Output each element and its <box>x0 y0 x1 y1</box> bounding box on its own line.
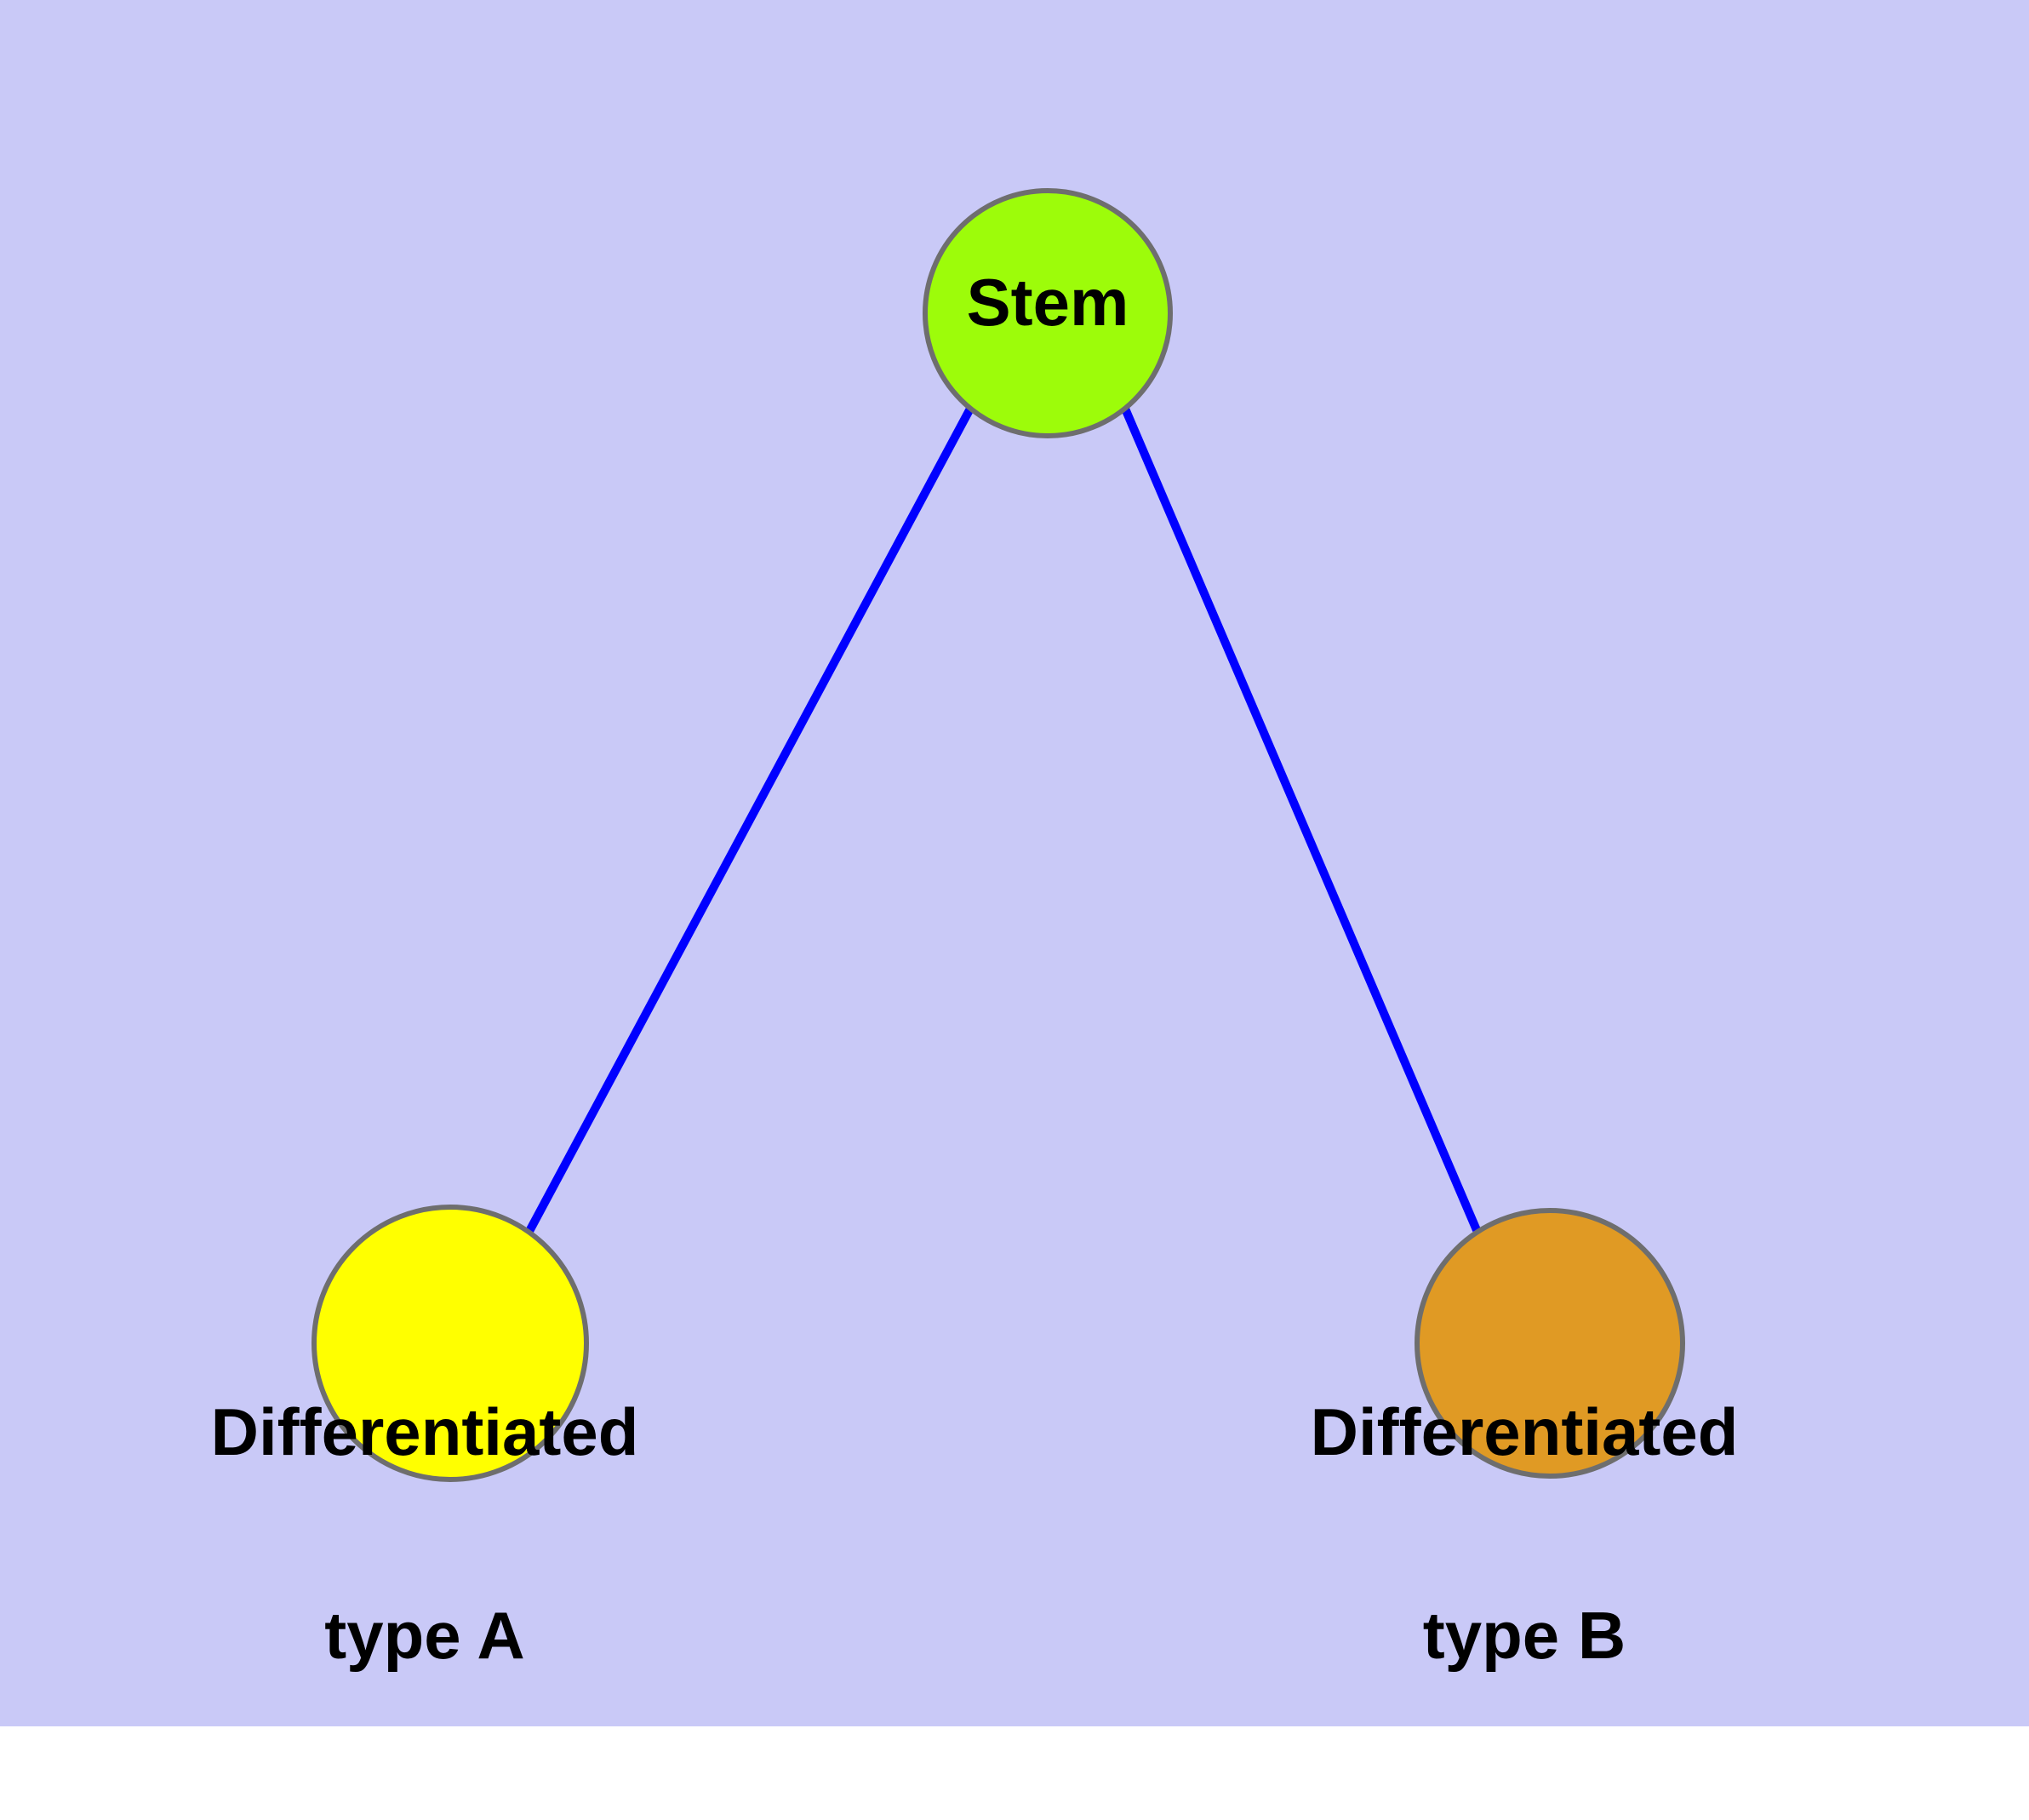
node-layer <box>311 188 1685 1482</box>
edge-stem-to-differentiated-type-b <box>1121 407 1481 1232</box>
edge-layer <box>523 406 1481 1237</box>
node-differentiated-type-a[interactable] <box>311 1205 589 1482</box>
node-differentiated-type-b[interactable] <box>1415 1208 1685 1479</box>
edge-stem-to-differentiated-type-a <box>523 406 974 1237</box>
node-stem[interactable] <box>923 188 1173 438</box>
